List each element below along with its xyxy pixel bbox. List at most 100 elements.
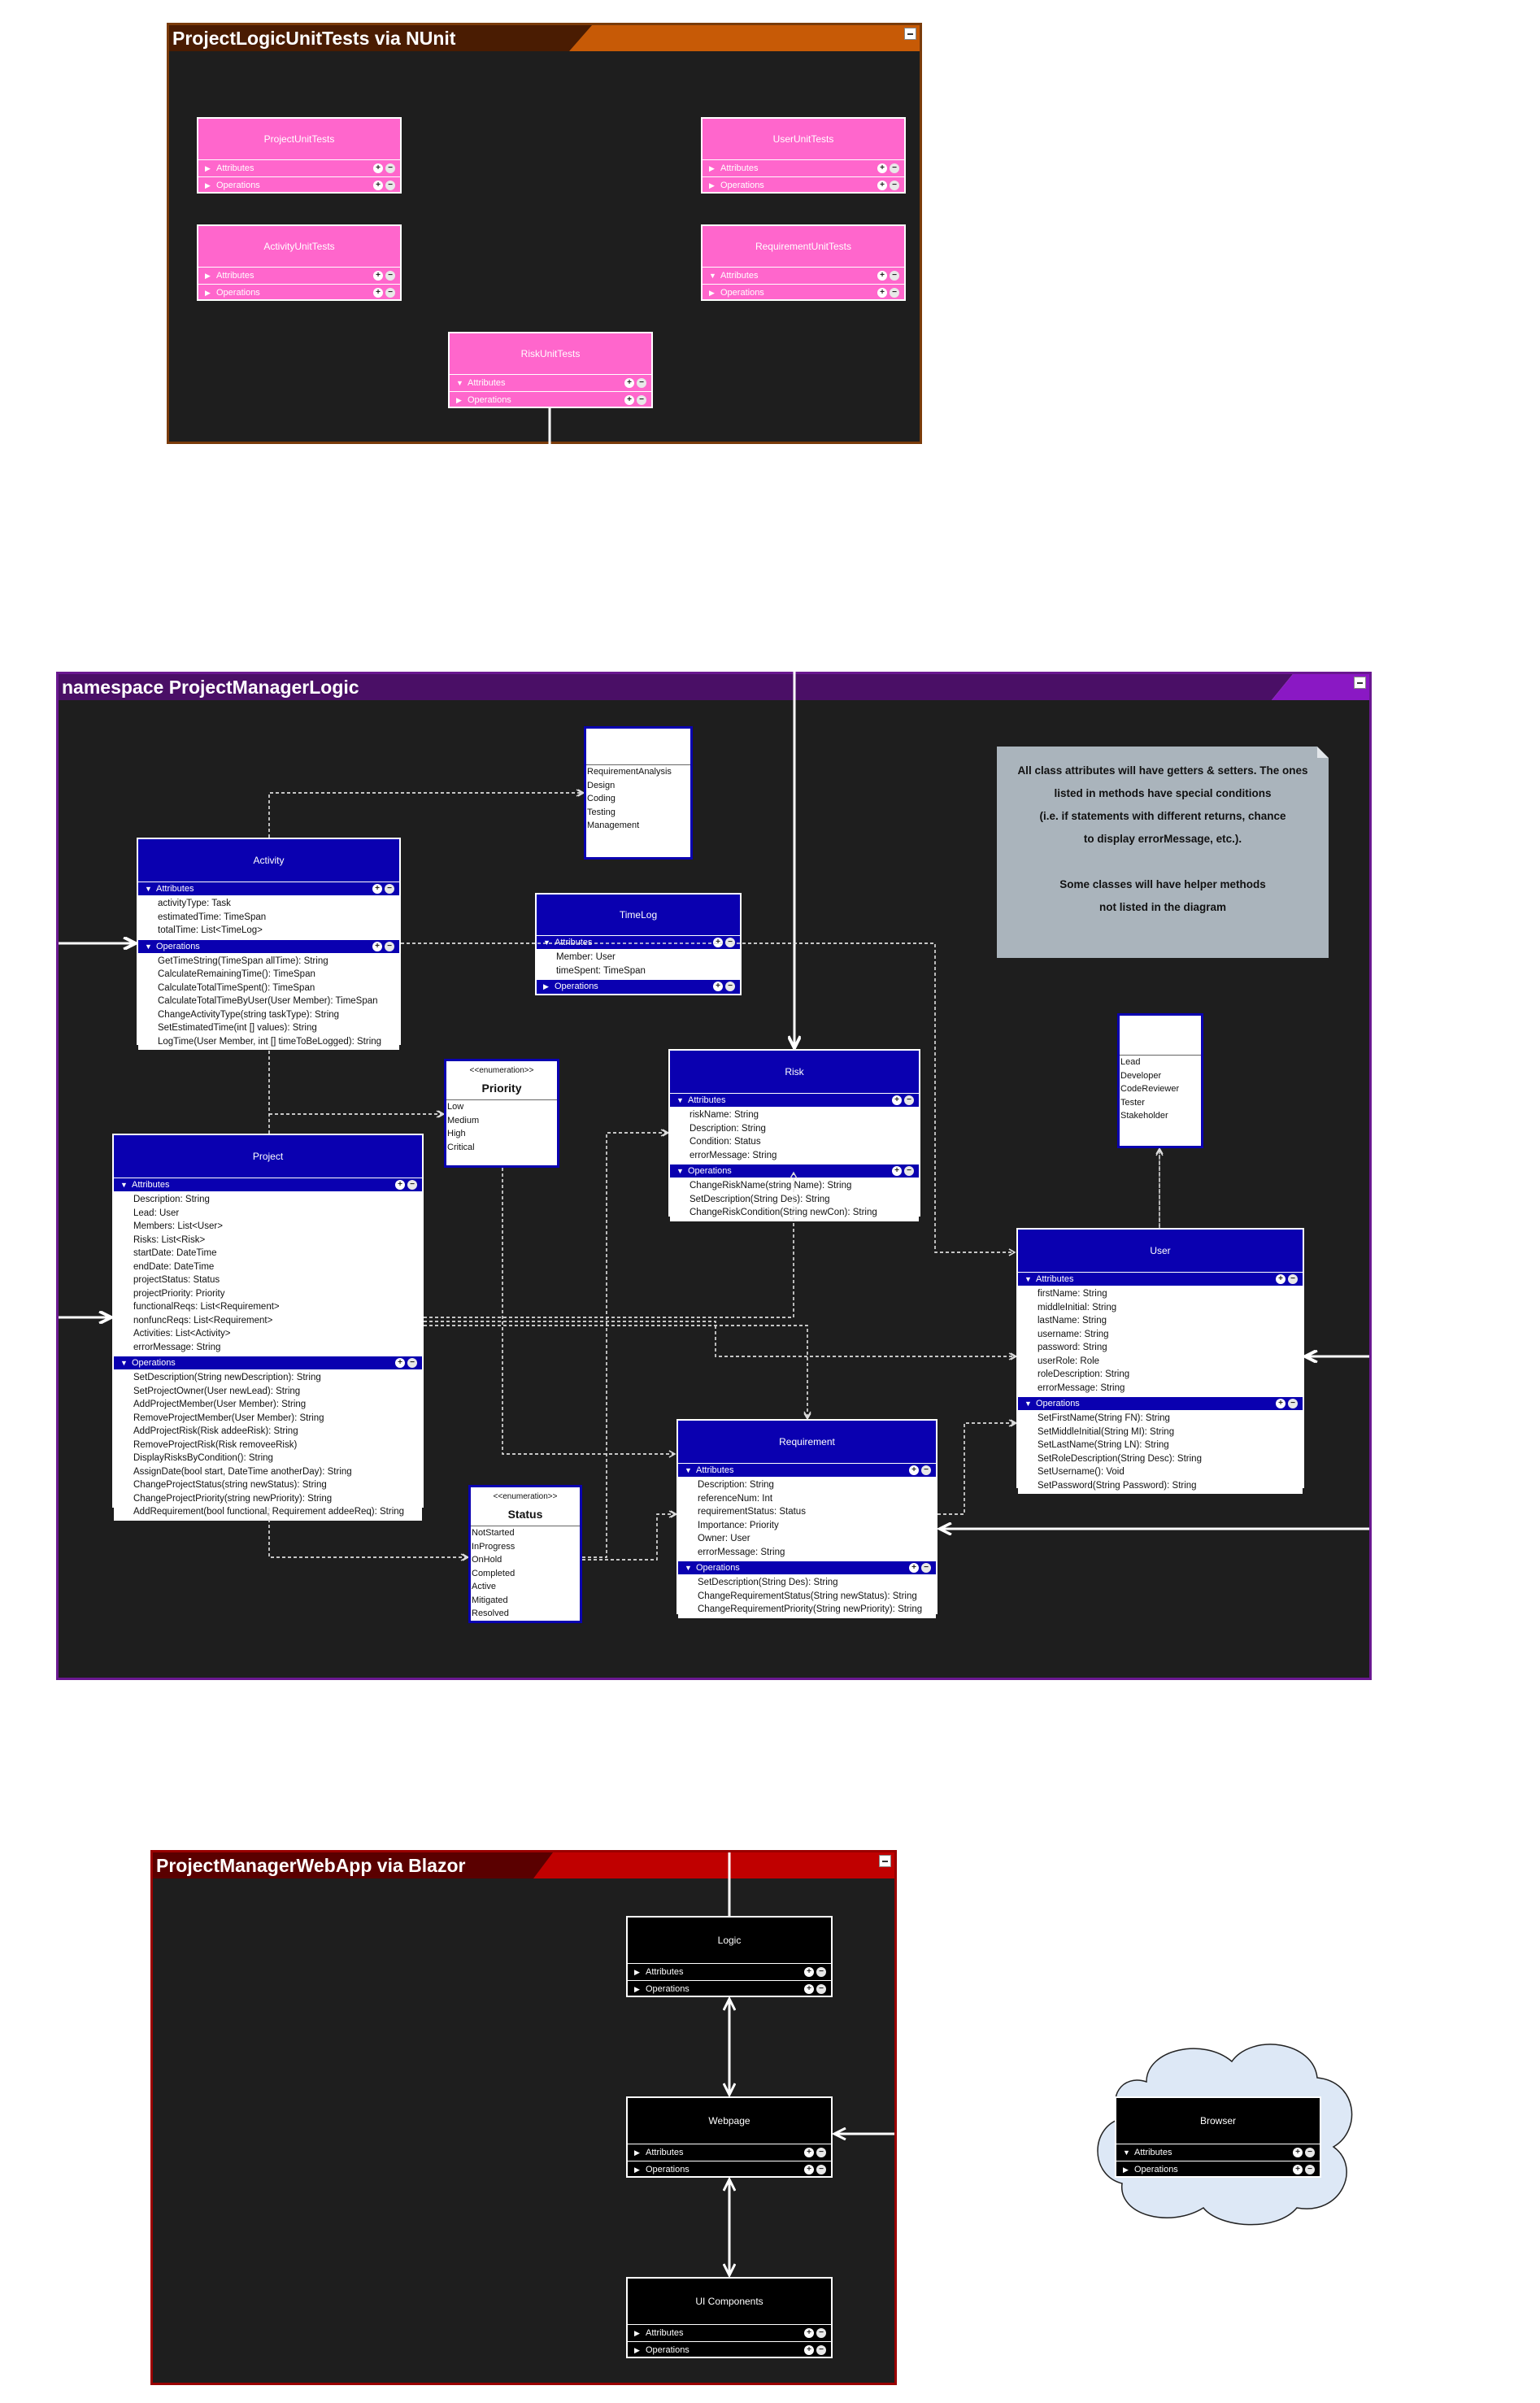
remove-icon[interactable]: − (921, 1563, 931, 1573)
logic-component-class[interactable]: Logic ▶Attributes+− ▶Operations+− (626, 1916, 833, 1997)
add-icon[interactable]: + (892, 1166, 902, 1176)
remove-icon[interactable]: − (816, 2165, 826, 2174)
remove-icon[interactable]: − (1305, 2165, 1315, 2174)
requirement-unit-tests-class[interactable]: RequirementUnitTests ▼Attributes+− ▶Oper… (701, 224, 906, 301)
requirement-class[interactable]: Requirement ▼Attributes+− Description: S… (676, 1419, 937, 1618)
collapse-triangle-icon[interactable]: ▼ (676, 1096, 684, 1104)
remove-icon[interactable]: − (637, 378, 646, 388)
expand-triangle-icon[interactable]: ▶ (1123, 2165, 1129, 2174)
remove-icon[interactable]: − (904, 1095, 914, 1105)
add-icon[interactable]: + (713, 982, 723, 991)
remove-icon[interactable]: − (904, 1166, 914, 1176)
expand-triangle-icon[interactable]: ▶ (709, 163, 715, 172)
collapse-triangle-icon[interactable]: ▼ (120, 1181, 128, 1189)
add-icon[interactable]: + (624, 378, 634, 388)
user-class[interactable]: User ▼Attributes+− firstName: String mid… (1016, 1228, 1304, 1494)
remove-icon[interactable]: − (890, 181, 899, 190)
add-icon[interactable]: + (624, 395, 634, 405)
remove-icon[interactable]: − (890, 288, 899, 298)
remove-icon[interactable]: − (890, 163, 899, 173)
add-icon[interactable]: + (372, 884, 382, 894)
remove-icon[interactable]: − (921, 1465, 931, 1475)
add-icon[interactable]: + (877, 288, 887, 298)
remove-icon[interactable]: − (385, 288, 395, 298)
remove-icon[interactable]: − (816, 1967, 826, 1977)
expand-triangle-icon[interactable]: ▶ (205, 288, 211, 297)
add-icon[interactable]: + (373, 181, 383, 190)
collapse-triangle-icon[interactable]: ▼ (685, 1564, 692, 1572)
expand-triangle-icon[interactable]: ▶ (205, 181, 211, 189)
add-icon[interactable]: + (1293, 2165, 1303, 2174)
remove-icon[interactable]: − (816, 2345, 826, 2355)
remove-icon[interactable]: − (385, 941, 394, 951)
expand-triangle-icon[interactable]: ▶ (634, 2148, 640, 2157)
add-icon[interactable]: + (1293, 2148, 1303, 2157)
remove-icon[interactable]: − (385, 271, 395, 281)
risk-unit-tests-class[interactable]: RiskUnitTests ▼Attributes+− ▶Operations+… (448, 332, 653, 408)
add-icon[interactable]: + (1276, 1399, 1286, 1408)
remove-icon[interactable]: − (725, 982, 735, 991)
add-icon[interactable]: + (373, 288, 383, 298)
add-icon[interactable]: + (877, 163, 887, 173)
remove-icon[interactable]: − (1288, 1399, 1298, 1408)
remove-icon[interactable]: − (637, 395, 646, 405)
project-class[interactable]: Project ▼Attributes+− Description: Strin… (112, 1134, 424, 1521)
add-icon[interactable]: + (373, 271, 383, 281)
add-icon[interactable]: + (909, 1465, 919, 1475)
expand-triangle-icon[interactable]: ▼ (709, 272, 716, 280)
add-icon[interactable]: + (395, 1358, 405, 1368)
collapse-triangle-icon[interactable]: ▼ (120, 1359, 128, 1367)
add-icon[interactable]: + (804, 1967, 814, 1977)
collapse-triangle-icon[interactable]: ▼ (543, 938, 550, 947)
expand-triangle-icon[interactable]: ▶ (634, 1967, 640, 1976)
add-icon[interactable]: + (909, 1563, 919, 1573)
remove-icon[interactable]: − (385, 181, 395, 190)
expand-triangle-icon[interactable]: ▶ (543, 982, 549, 990)
remove-icon[interactable]: − (816, 1984, 826, 1994)
collapse-triangle-icon[interactable]: ▼ (676, 1167, 684, 1175)
collapse-triangle-icon[interactable]: ▼ (1123, 2148, 1130, 2157)
status-enum[interactable]: <<enumeration>> Status NotStarted InProg… (468, 1485, 582, 1623)
timelog-class[interactable]: TimeLog ▼Attributes+− Member: User timeS… (535, 893, 742, 995)
expand-triangle-icon[interactable]: ▶ (634, 1984, 640, 1993)
tests-package-collapse-button[interactable] (904, 28, 916, 40)
remove-icon[interactable]: − (816, 2328, 826, 2338)
collapse-triangle-icon[interactable]: ▼ (145, 885, 152, 893)
add-icon[interactable]: + (804, 1984, 814, 1994)
add-icon[interactable]: + (395, 1180, 405, 1190)
collapse-triangle-icon[interactable]: ▼ (1024, 1400, 1032, 1408)
remove-icon[interactable]: − (816, 2148, 826, 2157)
add-icon[interactable]: + (892, 1095, 902, 1105)
webapp-package-collapse-button[interactable] (879, 1855, 891, 1867)
expand-triangle-icon[interactable]: ▶ (709, 181, 715, 189)
add-icon[interactable]: + (804, 2345, 814, 2355)
expand-triangle-icon[interactable]: ▶ (709, 288, 715, 297)
add-icon[interactable]: + (804, 2165, 814, 2174)
role-enum[interactable]: Lead Developer CodeReviewer Tester Stake… (1117, 1013, 1203, 1148)
add-icon[interactable]: + (877, 271, 887, 281)
expand-triangle-icon[interactable]: ▶ (205, 163, 211, 172)
collapse-triangle-icon[interactable]: ▼ (685, 1466, 692, 1474)
remove-icon[interactable]: − (407, 1358, 417, 1368)
remove-icon[interactable]: − (725, 938, 735, 947)
remove-icon[interactable]: − (1288, 1274, 1298, 1284)
risk-class[interactable]: Risk ▼Attributes+− riskName: String Desc… (668, 1049, 920, 1221)
expand-triangle-icon[interactable]: ▶ (634, 2345, 640, 2354)
activity-unit-tests-class[interactable]: ActivityUnitTests ▶Attributes+− ▶Operati… (197, 224, 402, 301)
expand-triangle-icon[interactable]: ▼ (456, 379, 463, 387)
add-icon[interactable]: + (804, 2328, 814, 2338)
add-icon[interactable]: + (1276, 1274, 1286, 1284)
remove-icon[interactable]: − (407, 1180, 417, 1190)
project-unit-tests-class[interactable]: ProjectUnitTests ▶Attributes+− ▶Operatio… (197, 117, 402, 194)
remove-icon[interactable]: − (1305, 2148, 1315, 2157)
ui-components-class[interactable]: UI Components ▶Attributes+− ▶Operations+… (626, 2277, 833, 2358)
webpage-component-class[interactable]: Webpage ▶Attributes+− ▶Operations+− (626, 2096, 833, 2178)
user-unit-tests-class[interactable]: UserUnitTests ▶Attributes+− ▶Operations+… (701, 117, 906, 194)
add-icon[interactable]: + (372, 941, 382, 951)
add-icon[interactable]: + (804, 2148, 814, 2157)
priority-enum[interactable]: <<enumeration>> Priority Low Medium High… (444, 1059, 559, 1168)
expand-triangle-icon[interactable]: ▶ (634, 2328, 640, 2337)
expand-triangle-icon[interactable]: ▶ (634, 2165, 640, 2174)
browser-class[interactable]: Browser ▼Attributes+− ▶Operations+− (1115, 2096, 1321, 2178)
expand-triangle-icon[interactable]: ▶ (456, 395, 462, 404)
